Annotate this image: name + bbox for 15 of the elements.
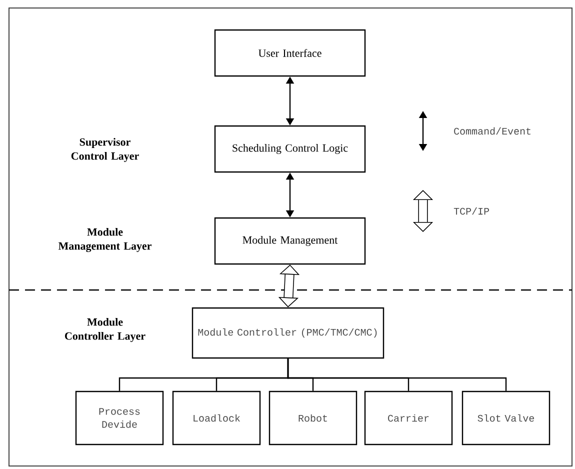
process-box: Loadlock (172, 390, 261, 446)
process-box: Robot (268, 390, 358, 446)
process-box: Slot Valve (462, 390, 550, 446)
process-box: Scheduling Control Logic (214, 125, 366, 173)
layer-label: Module Management Layer (58, 228, 152, 252)
process-box: Process Devide (75, 390, 164, 446)
legend-text: TCP/IP (454, 207, 489, 215)
process-box: Carrier (364, 390, 453, 446)
process-box: User Interface (214, 29, 366, 77)
connector (287, 358, 507, 391)
layer-label: Module Controller Layer (65, 318, 146, 342)
process-box: Module Management (214, 217, 366, 265)
legend-text: Command/Event (454, 127, 530, 135)
layer-label: Supervisor Control Layer (71, 138, 139, 162)
process-box: Module Controller (PMC/TMC/CMC) (192, 307, 384, 359)
